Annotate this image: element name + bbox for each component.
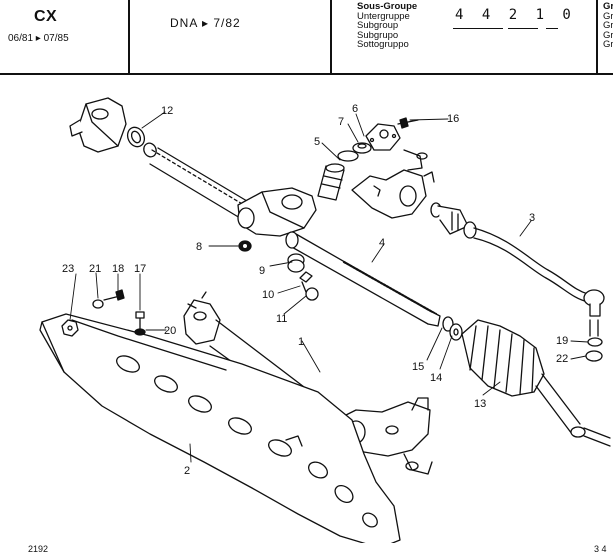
callout-3: 3 <box>529 212 535 224</box>
header-divider <box>596 0 598 74</box>
callout-22: 22 <box>556 353 568 365</box>
callout-5: 5 <box>314 136 320 148</box>
header-divider <box>330 0 332 74</box>
group-label: Gr <box>603 29 613 41</box>
callout-12: 12 <box>161 105 173 117</box>
callout-20: 20 <box>164 325 176 337</box>
page-number: 3 4 <box>594 544 607 554</box>
subgroup-label-it: Sottogruppo <box>357 39 409 50</box>
callout-10: 10 <box>262 289 274 301</box>
callout-23: 23 <box>62 263 74 275</box>
group-label: Gr <box>603 20 613 31</box>
callout-6: 6 <box>352 103 358 115</box>
callout-4: 4 <box>379 237 385 249</box>
callout-18: 18 <box>112 263 124 275</box>
subgroup-label-en: Subgroup <box>357 20 399 31</box>
variant-label: DNA ▸ 7/82 <box>170 16 241 30</box>
group-label: Gr <box>603 39 613 50</box>
callout-19: 19 <box>556 335 568 347</box>
leader-lines <box>69 111 589 463</box>
exploded-parts-drawing: 12 6 7 5 16 8 4 3 9 10 11 1 23 21 18 17 … <box>39 97 611 543</box>
subgroup-code: 4 4 2 1 0 <box>455 7 576 23</box>
callout-14: 14 <box>430 372 442 384</box>
header-bottom-rule <box>0 73 613 75</box>
subgroup-labels: Sous-Groupe Untergruppe Subgroup Subgrup… <box>357 2 417 50</box>
subgroup-label-es: Subgrupo <box>357 29 399 41</box>
subgroup-label-fr: Sous-Groupe <box>357 1 418 12</box>
callouts: 12 6 7 5 16 8 4 3 9 10 11 1 23 21 18 17 … <box>62 103 568 477</box>
callout-15: 15 <box>412 361 424 373</box>
callout-17: 17 <box>134 263 146 275</box>
callout-21: 21 <box>89 263 101 275</box>
code-underline <box>546 28 558 29</box>
code-underline <box>453 28 503 29</box>
group-label: Gr <box>603 2 613 12</box>
code-underline <box>508 28 538 29</box>
upper-rack-assembly <box>69 97 605 362</box>
group-labels: Gr Gr Gr Gr Gr <box>603 2 613 50</box>
subgroup-label-de: Untergruppe <box>357 10 410 22</box>
callout-9: 9 <box>259 265 265 277</box>
group-label: Gr <box>603 10 613 22</box>
callout-1: 1 <box>298 336 304 348</box>
callout-8: 8 <box>196 241 202 253</box>
model-name: CX <box>34 8 58 25</box>
production-period: 06/81 ▸ 07/85 <box>8 33 69 44</box>
crossmember-bracket <box>39 289 401 543</box>
callout-7: 7 <box>338 116 344 128</box>
callout-16: 16 <box>447 113 459 125</box>
header-block: CX 06/81 ▸ 07/85 DNA ▸ 7/82 Sous-Groupe … <box>0 0 613 75</box>
callout-13: 13 <box>474 398 486 410</box>
header-divider <box>128 0 130 74</box>
callout-11: 11 <box>276 313 287 325</box>
plate-number: 2192 <box>28 544 49 554</box>
callout-2: 2 <box>184 465 190 477</box>
